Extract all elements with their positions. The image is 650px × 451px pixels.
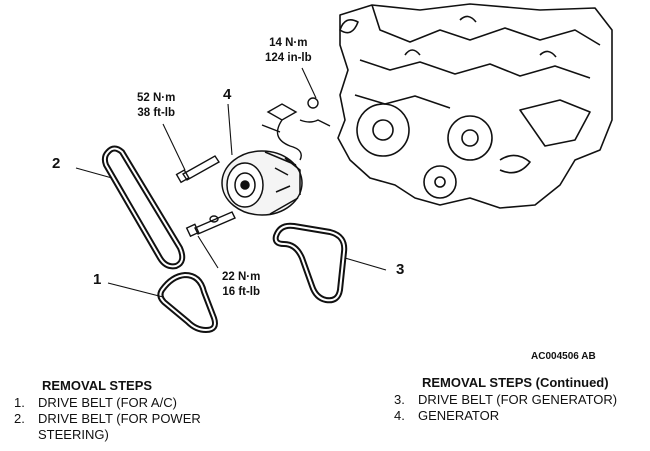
- torque-imperial: 16 ft-lb: [222, 286, 261, 298]
- torque-spec-upper-bolt: 52 N·m 38 ft-lb: [137, 91, 175, 121]
- torque-imperial: 38 ft-lb: [137, 107, 176, 119]
- step-item: 2. DRIVE BELT (FOR POWER STEERING): [14, 411, 244, 443]
- removal-steps-heading: REMOVAL STEPS: [42, 378, 153, 393]
- drive-belt-power-steering: [101, 145, 186, 270]
- drive-belt-ac: [157, 271, 218, 334]
- harness-connector-illustration: [261, 97, 331, 161]
- torque-spec-harness: 14 N·m 124 in-lb: [265, 36, 312, 66]
- callout-3: 3: [396, 261, 405, 278]
- removal-steps-heading: REMOVAL STEPS (Continued): [422, 375, 609, 390]
- step-number: 2.: [14, 411, 25, 426]
- removal-steps-right: REMOVAL STEPS (Continued) 3. DRIVE BELT …: [394, 375, 644, 424]
- lower-bolt-illustration: [185, 211, 236, 238]
- torque-imperial: 124 in-lb: [265, 52, 312, 64]
- upper-bolt-illustration: [175, 155, 221, 184]
- step-text: DRIVE BELT (FOR A/C): [38, 395, 177, 410]
- callout-2: 2: [52, 155, 61, 172]
- step-number: 4.: [394, 408, 405, 423]
- removal-steps-left: REMOVAL STEPS 1. DRIVE BELT (FOR A/C) 2.…: [14, 378, 244, 443]
- torque-metric: 52 N·m: [137, 92, 176, 104]
- callout-1: 1: [93, 271, 102, 288]
- step-item: 3. DRIVE BELT (FOR GENERATOR): [394, 392, 644, 408]
- step-text: DRIVE BELT (FOR POWER STEERING): [38, 411, 201, 442]
- leader-lines: [75, 67, 387, 298]
- drive-belt-generator: [272, 222, 348, 304]
- step-number: 3.: [394, 392, 405, 407]
- torque-metric: 22 N·m: [222, 271, 261, 283]
- step-text: GENERATOR: [418, 408, 500, 423]
- step-item: 4. GENERATOR: [394, 408, 644, 424]
- torque-spec-lower-bolt: 22 N·m 16 ft-lb: [222, 270, 260, 300]
- figure-code: AC004506 AB: [531, 351, 596, 362]
- step-number: 1.: [14, 395, 25, 410]
- engine-block-illustration: [337, 3, 613, 209]
- step-item: 1. DRIVE BELT (FOR A/C): [14, 395, 244, 411]
- step-text: DRIVE BELT (FOR GENERATOR): [418, 392, 618, 407]
- generator-illustration: [221, 150, 303, 216]
- callout-4: 4: [223, 86, 232, 103]
- torque-metric: 14 N·m: [269, 37, 308, 49]
